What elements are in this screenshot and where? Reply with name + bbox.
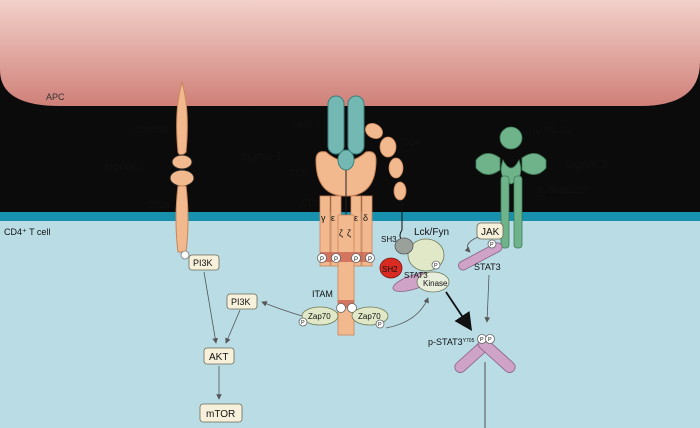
jak-label: JAK xyxy=(481,227,500,238)
cd80-cd28-complex xyxy=(169,80,195,260)
chain-delta: δ xyxy=(363,213,368,223)
cd4-molecule xyxy=(365,123,407,241)
pi3k-b-label: PI3K xyxy=(231,297,251,307)
zap70-right-p: P xyxy=(378,322,382,328)
lck-fyn-kinase xyxy=(379,237,450,293)
apc-cell-body xyxy=(0,0,700,106)
il6r-il23r-label: IL-6R/IL-23R xyxy=(538,185,590,195)
pi3k-a-node xyxy=(188,254,220,271)
mtor-label: mTOR xyxy=(206,409,235,420)
itam-p-1: P xyxy=(320,257,324,263)
sh3-label: SH3 xyxy=(381,235,397,244)
itam-label: ITAM xyxy=(312,289,333,299)
zap70-left-label: Zap70 xyxy=(308,312,331,321)
lck-fyn-label: Lck/Fyn xyxy=(414,227,449,238)
pstat3-label: p-STAT3Y705 xyxy=(428,337,475,347)
tcr-label: TCR xyxy=(290,168,309,178)
cd3-label: CD3 xyxy=(302,198,320,208)
chain-gamma: γ xyxy=(321,213,326,223)
pi3k-a-label: PI3K xyxy=(193,258,213,268)
signal-3-label: signal 3 xyxy=(566,157,608,171)
pstat3-dimer xyxy=(454,334,516,373)
il6-il23-receptor xyxy=(475,126,547,249)
kinase-label: Kinase xyxy=(423,279,448,288)
mhc-ii-label: MHC-II xyxy=(292,120,321,130)
stat3-p: P xyxy=(490,242,494,248)
zap70-left-p: P xyxy=(301,320,305,326)
pstat3-p2: P xyxy=(488,337,492,343)
itam-p-4: P xyxy=(368,257,372,263)
pstat3-p1: P xyxy=(480,337,484,343)
cd4-label: CD4 xyxy=(402,137,420,147)
pi3k-b-node xyxy=(226,293,258,310)
il6-il23-label: IL-6/IL-23 xyxy=(533,125,572,135)
signal-1-label: signal 1 xyxy=(241,149,283,163)
stat3-label: STAT3 xyxy=(474,262,501,272)
itam-p-2: P xyxy=(334,257,338,263)
tcr-cd3-complex xyxy=(315,149,377,336)
stat3-bound-label: STAT3 xyxy=(404,271,428,280)
itam-p-3: P xyxy=(354,257,358,263)
chain-zeta-2: ζ xyxy=(347,228,351,238)
t-cell-label: CD4⁺ T cell xyxy=(4,227,50,237)
cd80-86-label: CD80/86 xyxy=(133,125,169,135)
zap70-right-label: Zap70 xyxy=(358,312,381,321)
akt-node xyxy=(203,347,235,365)
signal-2-label: signal 2 xyxy=(104,159,146,173)
kinase-p: P xyxy=(434,263,438,269)
pathway-arrows xyxy=(203,271,491,400)
stat3-monomer xyxy=(458,242,503,271)
cd28-label: CD28 xyxy=(147,200,170,210)
apc-label: APC xyxy=(46,92,65,102)
mhc-ii-molecule xyxy=(327,95,365,155)
chain-epsilon-1: ε xyxy=(331,213,335,223)
chain-epsilon-2: ε xyxy=(354,213,358,223)
jak-node xyxy=(476,222,504,240)
chain-zeta-1: ζ xyxy=(339,228,343,238)
mtor-node xyxy=(199,403,243,423)
akt-label: AKT xyxy=(209,352,228,363)
sh2-label: SH2 xyxy=(382,265,398,274)
